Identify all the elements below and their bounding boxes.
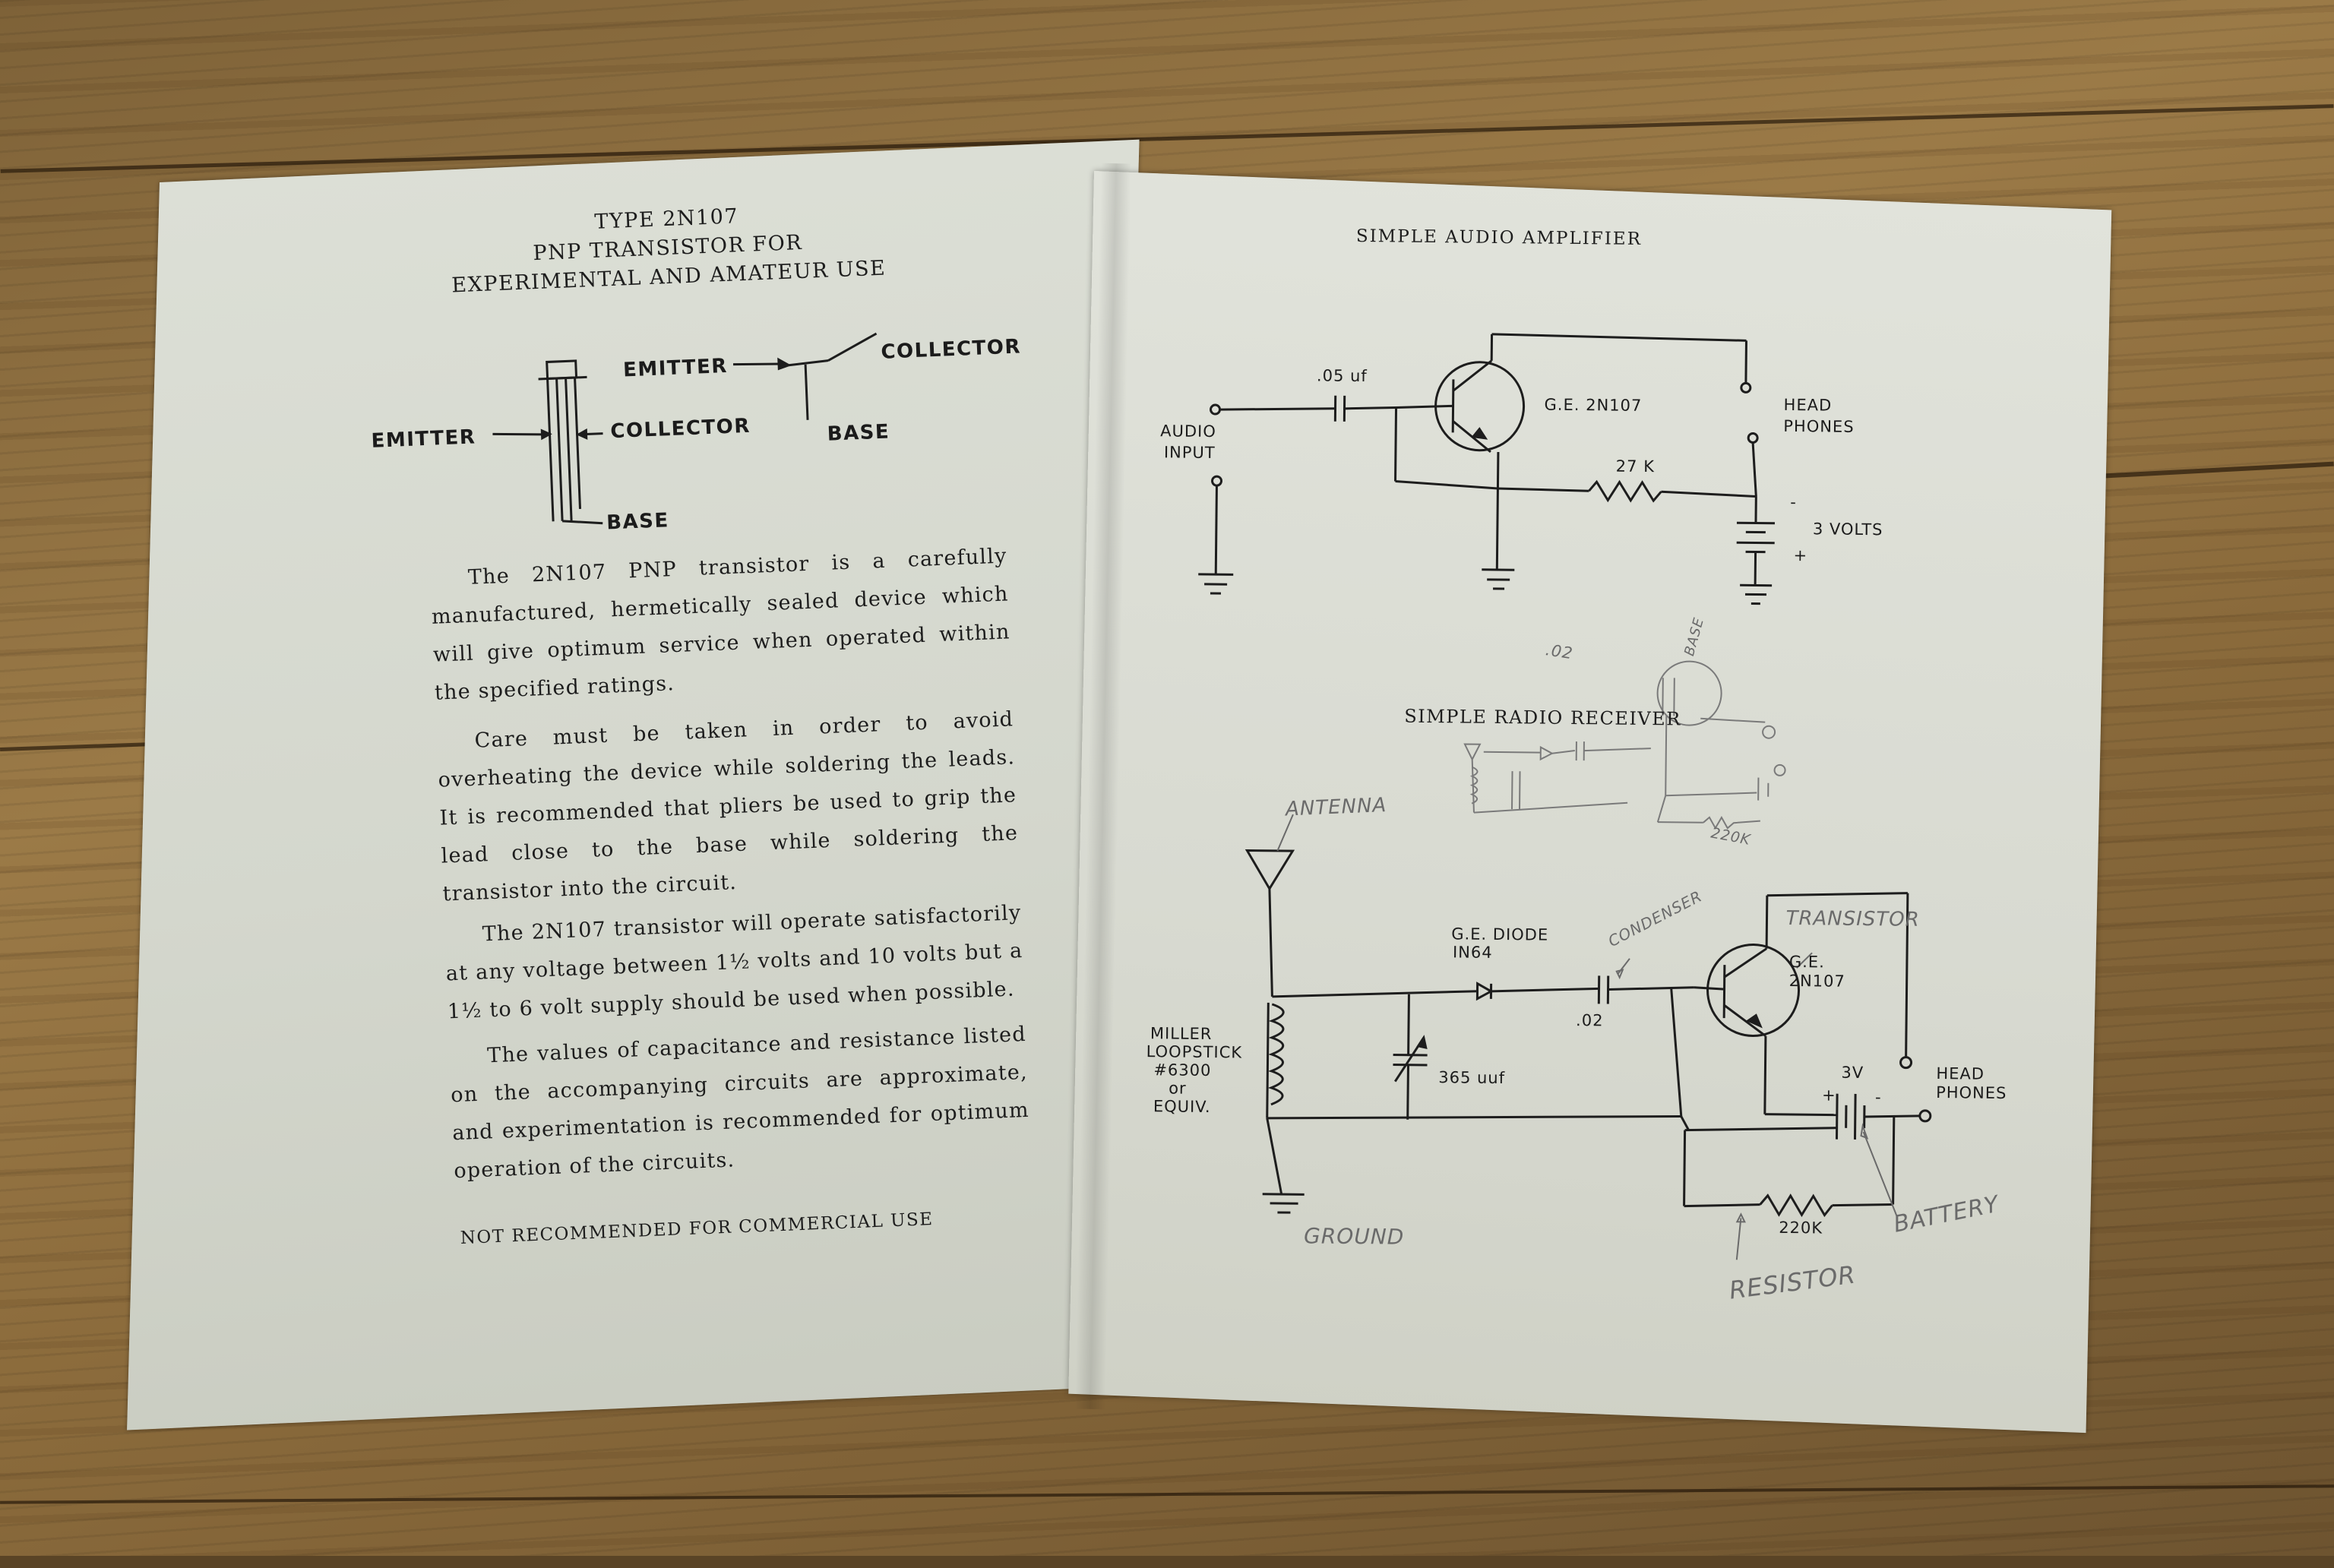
handwritten-ground: GROUND	[1304, 1223, 1405, 1249]
radio-battery-plus: +	[1822, 1086, 1836, 1104]
radio-battery-label: 3V	[1841, 1064, 1864, 1082]
radio-coil-label-1: MILLER	[1150, 1024, 1213, 1043]
radio-capacitor-label: .02	[1576, 1011, 1604, 1029]
radio-transistor-label-2: 2N107	[1789, 972, 1845, 991]
handwritten-antenna: ANTENNA	[1285, 794, 1387, 821]
handwritten-transistor: TRANSISTOR	[1785, 907, 1920, 931]
radio-diode-label-1: G.E. DIODE	[1451, 925, 1548, 944]
radio-battery-minus: -	[1875, 1088, 1882, 1106]
radio-diode-label-2: IN64	[1453, 943, 1493, 962]
radio-headphones-label-1: HEAD	[1936, 1064, 1985, 1083]
radio-coil-label-2: LOOPSTICK	[1146, 1042, 1243, 1061]
radio-tuning-cap-label: 365 uuf	[1438, 1068, 1505, 1087]
radio-headphones-label-2: PHONES	[1936, 1083, 2007, 1102]
radio-coil-label-5: EQUIV.	[1153, 1097, 1211, 1116]
radio-resistor-label: 220K	[1779, 1219, 1823, 1238]
radio-coil-label-4: or	[1169, 1079, 1187, 1097]
radio-coil-label-3: #6300	[1153, 1061, 1211, 1080]
radio-transistor-label-1: G.E.	[1789, 953, 1825, 971]
